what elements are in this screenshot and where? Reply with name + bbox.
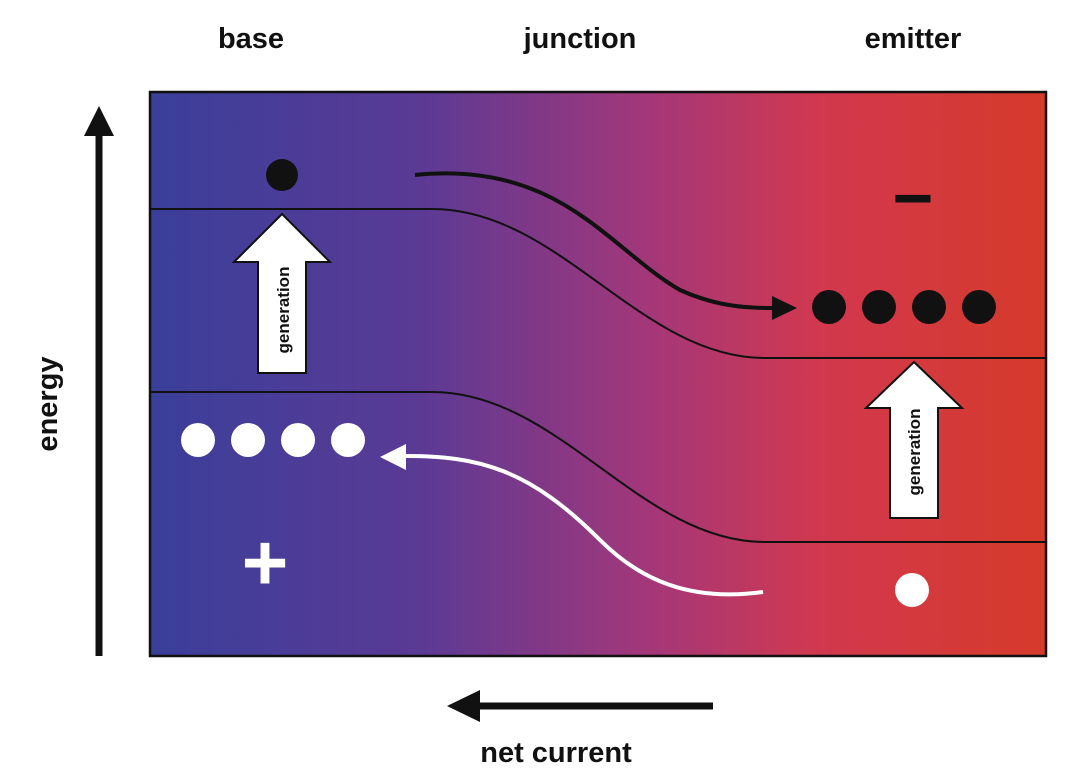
- emitter-hole: [895, 573, 929, 607]
- hole-flow-arrowhead: [380, 444, 406, 470]
- energy-label: energy: [32, 356, 64, 451]
- base-hole: [231, 423, 265, 457]
- junction-label: junction: [523, 23, 637, 55]
- emitter-electron: [812, 290, 846, 324]
- base-hole: [181, 423, 215, 457]
- generation-arrow-emitter: generation: [863, 360, 965, 519]
- valence-band-edge: [150, 391, 1046, 543]
- emitter-electron: [962, 290, 996, 324]
- base-holes: [181, 423, 365, 457]
- generation-arrow-emitter-shape: [863, 360, 965, 519]
- emitter-electron: [912, 290, 946, 324]
- electron-flow-arrowhead: [772, 296, 797, 320]
- base-hole: [281, 423, 315, 457]
- base-hole: [331, 423, 365, 457]
- negative-sign: −: [893, 159, 934, 237]
- generation-arrow-base-shape: [231, 212, 333, 374]
- generation-arrow-base: generation: [231, 212, 333, 374]
- generation-label-emitter: generation: [905, 409, 924, 496]
- base-label: base: [218, 23, 284, 55]
- net-current-label: net current: [480, 737, 632, 769]
- hole-flow-arrow: [399, 453, 764, 597]
- electron-flow-arrow: [414, 171, 781, 310]
- positive-sign: +: [242, 518, 289, 607]
- emitter-electrons: [812, 290, 996, 324]
- generation-label-base: generation: [274, 267, 293, 354]
- base-electron: [266, 159, 298, 191]
- energy-axis-arrowhead: [84, 106, 114, 136]
- net-current-arrowhead: [447, 690, 480, 722]
- emitter-label: emitter: [865, 23, 962, 55]
- emitter-electron: [862, 290, 896, 324]
- conduction-band-edge: [150, 208, 1046, 359]
